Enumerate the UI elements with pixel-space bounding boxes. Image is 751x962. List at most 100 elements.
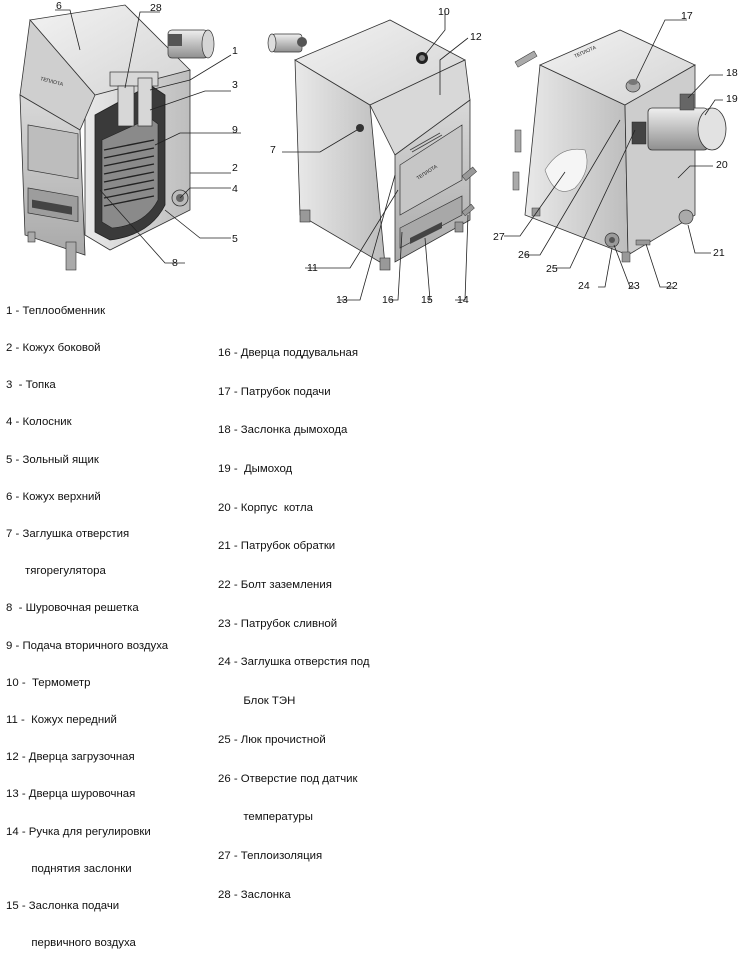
callout-24: 24 xyxy=(578,280,590,292)
legend-item: 17 - Патрубок подачи xyxy=(218,385,331,398)
return-nozzle xyxy=(678,209,694,225)
callout-27: 27 xyxy=(493,231,505,243)
legend-item: 26 - Отверстие под датчик xyxy=(218,772,358,785)
flue-pipe-end xyxy=(267,33,277,53)
flue-pipe-end xyxy=(697,107,727,151)
ash-door xyxy=(399,195,463,249)
callout-3: 3 xyxy=(232,79,238,91)
callout-11: 11 xyxy=(307,262,318,274)
boiler-diagram: ТЕПЛОТА ТЕПЛОТА xyxy=(19,0,738,306)
legend-item: 9 - Подача вторичного воздуха xyxy=(6,639,169,652)
callout-16: 16 xyxy=(382,294,394,306)
firebox-interior xyxy=(101,117,159,229)
regulator-plug xyxy=(356,124,364,132)
callout-22: 22 xyxy=(666,280,678,292)
side-handle xyxy=(514,50,538,68)
flue-damper xyxy=(679,93,695,111)
legend-item: 4 - Колосник xyxy=(6,416,72,429)
legend-item: 15 - Заслонка подачи xyxy=(6,900,120,913)
side-handle xyxy=(514,129,522,153)
callout-18: 18 xyxy=(726,67,738,79)
loading-door xyxy=(399,124,463,216)
callout-17: 17 xyxy=(681,10,693,22)
leg xyxy=(531,207,541,217)
thermometer-dial-face xyxy=(419,55,425,61)
drain-nozzle xyxy=(635,239,651,246)
loading-door xyxy=(27,124,79,180)
vent-slots xyxy=(409,132,443,153)
legend-item: первичного воздуха xyxy=(6,937,136,950)
legend-item: 14 - Ручка для регулировки xyxy=(6,825,151,838)
door-handle xyxy=(461,203,475,217)
callout-4: 4 xyxy=(232,183,238,195)
leader-lines xyxy=(55,9,723,301)
boiler-cutaway-view: ТЕПЛОТА xyxy=(19,4,215,271)
door-handle xyxy=(461,166,477,181)
legend-item: тягорегулятора xyxy=(6,565,106,578)
flue-pipe-end xyxy=(201,29,215,59)
callout-8: 8 xyxy=(172,257,178,269)
legend-item: 21 - Патрубок обратки xyxy=(218,540,336,553)
boiler-front-view: ТЕПЛОТА xyxy=(267,19,477,271)
callout-5: 5 xyxy=(232,233,238,245)
callout-13: 13 xyxy=(336,294,348,306)
legend-item: 20 - Корпус котла xyxy=(218,501,314,514)
callout-7: 7 xyxy=(270,144,276,156)
callout-12: 12 xyxy=(470,31,482,43)
leg xyxy=(299,209,311,223)
callout-9: 9 xyxy=(232,124,238,136)
callout-21: 21 xyxy=(713,247,725,259)
legend-item: 2 - Кожух боковой xyxy=(6,342,101,355)
heat-insulation xyxy=(544,148,588,192)
callout-15: 15 xyxy=(421,294,433,306)
legend-item: 13 - Дверца шуровочная xyxy=(6,788,136,801)
heater-plug-inner xyxy=(609,237,615,243)
callout-6: 6 xyxy=(56,0,62,12)
callout-10: 10 xyxy=(438,6,450,18)
legend-item: 3 - Топка xyxy=(6,379,56,392)
grate-bars xyxy=(103,139,155,207)
callout-28: 28 xyxy=(150,2,162,14)
legend-item: температуры xyxy=(218,811,313,824)
callout-2: 2 xyxy=(232,162,238,174)
legend-left: 1 - Теплообменник 2 - Кожух боковой 3 - … xyxy=(6,280,168,962)
legend-item: 25 - Люк прочистной xyxy=(218,733,326,746)
callout-26: 26 xyxy=(518,249,530,261)
leg xyxy=(65,241,77,271)
legend-item: 6 - Кожух верхний xyxy=(6,490,101,503)
callout-25: 25 xyxy=(546,263,558,275)
callout-20: 20 xyxy=(716,159,728,171)
legend-item: 16 - Дверца поддувальная xyxy=(218,346,358,359)
supply-nozzle-top xyxy=(628,79,638,85)
ash-drawer-slot xyxy=(32,199,72,215)
legend-item: 11 - Кожух передний xyxy=(6,714,117,727)
legend-right: 16 - Дверца поддувальная 17 - Патрубок п… xyxy=(218,321,370,914)
legend-item: 27 - Теплоизоляция xyxy=(218,849,323,862)
callout-14: 14 xyxy=(457,294,469,306)
callout-1: 1 xyxy=(232,45,238,57)
legend-item: 8 - Шуровочная решетка xyxy=(6,602,139,615)
boiler-rear-view: ТЕПЛОТА xyxy=(512,29,727,263)
legend-item: 19 - Дымоход xyxy=(218,462,293,475)
legend-item: 1 - Теплообменник xyxy=(6,304,106,317)
leg xyxy=(621,251,631,263)
legend-item: 12 - Дверца загрузочная xyxy=(6,751,135,764)
cleaning-hatch xyxy=(631,121,647,145)
legend-item: 28 - Заслонка xyxy=(218,888,291,901)
legend-item: 23 - Патрубок сливной xyxy=(218,617,338,630)
pipe-cap xyxy=(297,37,307,47)
legend-item: 7 - Заглушка отверстия xyxy=(6,528,130,541)
legend-item: Блок ТЭН xyxy=(218,695,296,708)
legend-item: 24 - Заглушка отверстия под xyxy=(218,656,370,669)
side-handle xyxy=(512,171,520,191)
legend-item: 18 - Заслонка дымохода xyxy=(218,424,348,437)
leg xyxy=(27,231,36,243)
damper-handle xyxy=(168,34,182,46)
legend-item: 5 - Зольный ящик xyxy=(6,453,99,466)
heat-exchanger xyxy=(109,71,159,127)
leg xyxy=(379,257,391,271)
callout-23: 23 xyxy=(628,280,640,292)
callout-19: 19 xyxy=(726,93,738,105)
ash-door-vent xyxy=(410,222,442,244)
leg xyxy=(454,221,464,233)
